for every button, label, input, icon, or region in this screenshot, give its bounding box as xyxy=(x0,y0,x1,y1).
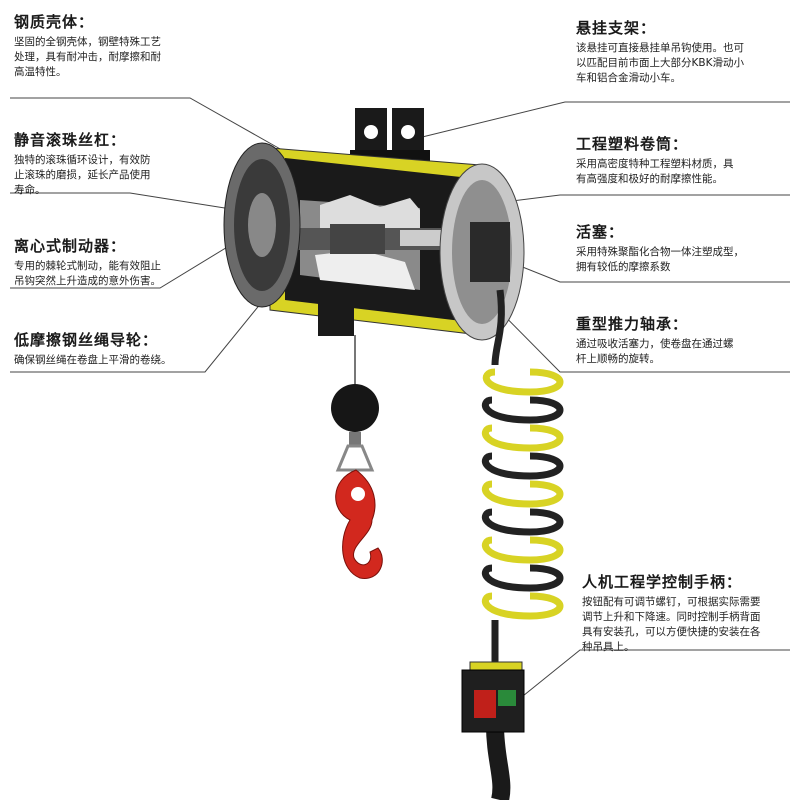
desc-line: 拥有较低的摩擦系数 xyxy=(576,261,671,273)
callout-title: 低摩擦钢丝绳导轮： xyxy=(14,331,159,349)
callout-title: 悬挂支架： xyxy=(576,19,657,37)
callout-title: 钢质壳体： xyxy=(14,13,95,31)
desc-line: 按钮配有可调节螺钉，可根据实际需要 xyxy=(582,596,761,608)
desc-line: 车和铝合金滑动小车。 xyxy=(576,72,681,84)
callout-ball-screw: 静音滚珠丝杠： 独特的滚珠循环设计，有效防 止滚珠的磨损，延长产品使用 寿命。 xyxy=(14,130,214,198)
callout-brake: 离心式制动器： 专用的棘轮式制动，能有效阻止 吊钩突然上升造成的意外伤害。 xyxy=(14,236,214,289)
desc-line: 有高强度和极好的耐摩擦性能。 xyxy=(576,173,723,185)
callout-desc: 独特的滚珠循环设计，有效防 止滚珠的磨损，延长产品使用 寿命。 xyxy=(14,153,214,198)
desc-line: 坚固的全钢壳体，钢壁特殊工艺 xyxy=(14,36,161,48)
desc-line: 种吊具上。 xyxy=(582,641,635,653)
callout-desc: 专用的棘轮式制动，能有效阻止 吊钩突然上升造成的意外伤害。 xyxy=(14,259,214,289)
up-button-icon xyxy=(498,690,516,706)
desc-line: 确保钢丝绳在卷盘上平滑的卷绕。 xyxy=(14,354,172,366)
callout-piston: 活塞： 采用特殊聚酯化合物一体注塑成型， 拥有较低的摩擦系数 xyxy=(576,222,791,275)
callout-title: 离心式制动器： xyxy=(14,237,127,255)
desc-line: 通过吸收活塞力，使卷盘在通过螺 xyxy=(576,338,734,350)
callout-desc: 通过吸收活塞力，使卷盘在通过螺 杆上顺畅的旋转。 xyxy=(576,337,791,367)
desc-line: 独特的滚珠循环设计，有效防 xyxy=(14,154,151,166)
callout-desc: 确保钢丝绳在卷盘上平滑的卷绕。 xyxy=(14,353,234,368)
desc-line: 采用高密度特种工程塑料材质，具 xyxy=(576,158,734,170)
desc-line: 吊钩突然上升造成的意外伤害。 xyxy=(14,275,161,287)
desc-line: 该悬挂可直接悬挂单吊钩使用。也可 xyxy=(576,42,744,54)
down-button-icon xyxy=(474,690,496,718)
desc-line: 专用的棘轮式制动，能有效阻止 xyxy=(14,260,161,272)
callout-handle: 人机工程学控制手柄： 按钮配有可调节螺钉，可根据实际需要 调节上升和下降速。同时… xyxy=(582,572,794,655)
callout-title: 活塞： xyxy=(576,223,625,241)
balancer-body xyxy=(223,142,525,341)
desc-line: 高温特性。 xyxy=(14,66,67,78)
desc-line: 调节上升和下降速。同时控制手柄背面 xyxy=(582,611,761,623)
callout-title: 工程塑料卷筒： xyxy=(576,135,689,153)
callout-desc: 采用高密度特种工程塑料材质，具 有高强度和极好的耐摩擦性能。 xyxy=(576,157,791,187)
callout-bearing: 重型推力轴承： 通过吸收活塞力，使卷盘在通过螺 杆上顺畅的旋转。 xyxy=(576,314,791,367)
callout-desc: 采用特殊聚酯化合物一体注塑成型， 拥有较低的摩擦系数 xyxy=(576,245,791,275)
callout-desc: 坚固的全钢壳体，钢壁特殊工艺 处理，具有耐冲击，耐摩擦和耐 高温特性。 xyxy=(14,35,214,80)
desc-line: 具有安装孔，可以方便快捷的安装在各 xyxy=(582,626,761,638)
desc-line: 处理，具有耐冲击，耐摩擦和耐 xyxy=(14,51,161,63)
control-handle xyxy=(461,661,525,733)
callout-title: 静音滚珠丝杠： xyxy=(14,131,127,149)
callout-title: 人机工程学控制手柄： xyxy=(582,573,743,591)
callout-title: 重型推力轴承： xyxy=(576,315,689,333)
callout-desc: 该悬挂可直接悬挂单吊钩使用。也可 以匹配目前市面上大部分KBK滑动小 车和铝合金… xyxy=(576,41,791,86)
suspension-bracket xyxy=(350,108,430,164)
hook-assembly xyxy=(331,335,383,579)
desc-line: 以匹配目前市面上大部分KBK滑动小 xyxy=(576,57,744,69)
callout-drum: 工程塑料卷筒： 采用高密度特种工程塑料材质，具 有高强度和极好的耐摩擦性能。 xyxy=(576,134,791,187)
callout-bracket: 悬挂支架： 该悬挂可直接悬挂单吊钩使用。也可 以匹配目前市面上大部分KBK滑动小… xyxy=(576,18,791,86)
leader-lines xyxy=(10,97,790,701)
desc-line: 止滚珠的磨损，延长产品使用 xyxy=(14,169,151,181)
desc-line: 采用特殊聚酯化合物一体注塑成型， xyxy=(576,246,744,258)
callout-desc: 按钮配有可调节螺钉，可根据实际需要 调节上升和下降速。同时控制手柄背面 具有安装… xyxy=(582,595,794,655)
desc-line: 寿命。 xyxy=(14,184,46,196)
coiled-cable xyxy=(481,289,564,800)
desc-line: 杆上顺畅的旋转。 xyxy=(576,353,660,365)
callout-rope-guide: 低摩擦钢丝绳导轮： 确保钢丝绳在卷盘上平滑的卷绕。 xyxy=(14,330,234,368)
callout-steel-shell: 钢质壳体： 坚固的全钢壳体，钢壁特殊工艺 处理，具有耐冲击，耐摩擦和耐 高温特性… xyxy=(14,12,214,80)
